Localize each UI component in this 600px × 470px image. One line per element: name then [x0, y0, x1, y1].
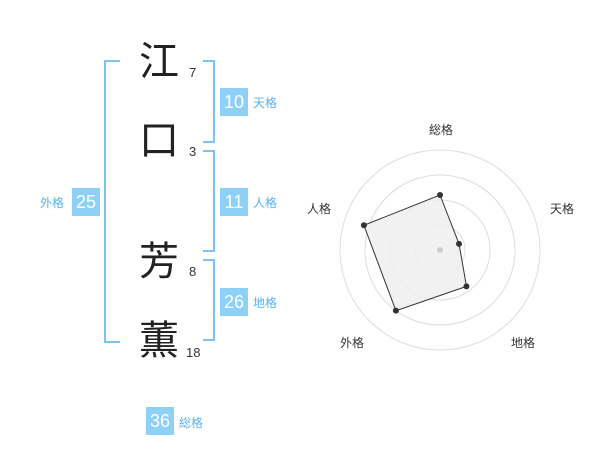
radar-axis-label-soukaku: 総格: [429, 122, 453, 137]
stroke-count-2: 3: [189, 144, 197, 159]
chikaku-bracket: [203, 259, 215, 341]
radar-point-1: [437, 192, 443, 198]
tenkaku-value: 10: [220, 88, 248, 116]
jinkaku-bracket: [203, 150, 215, 252]
chikaku-label: 地格: [253, 296, 278, 310]
gaikaku-label: 外格: [40, 196, 65, 210]
name-char-4: 薫: [139, 318, 179, 364]
radar-ring-4: [339, 149, 541, 351]
radar-ring-3: [364, 174, 516, 326]
chikaku-value: 26: [220, 288, 248, 316]
name-char-2: 口: [139, 118, 179, 164]
radar-polygon: [363, 194, 468, 312]
radar-axis-label-gaikaku: 外格: [340, 335, 364, 350]
radar-center-dot: [437, 247, 443, 253]
radar-point-2: [456, 240, 463, 247]
name-char-3: 芳: [139, 239, 179, 285]
name-char-1: 江: [139, 39, 179, 85]
radar-axis-label-tenkaku: 天格: [550, 201, 574, 216]
gaikaku-value: 25: [72, 188, 100, 216]
radar-point-5: [360, 222, 367, 229]
radar-point-3: [463, 283, 470, 290]
jinkaku-label: 人格: [253, 196, 278, 210]
tenkaku-bracket: [203, 60, 215, 143]
radar-point-4: [392, 307, 399, 314]
stroke-count-4: 18: [186, 345, 201, 360]
radar-axis-label-jinkaku: 人格: [307, 201, 331, 216]
soukaku-value: 36: [146, 407, 174, 435]
stroke-count-3: 8: [189, 264, 197, 279]
jinkaku-value: 11: [220, 188, 248, 216]
radar-axis-label-chikaku: 地格: [511, 335, 535, 350]
gaikaku-bracket: [104, 60, 120, 343]
soukaku-label: 総格: [179, 416, 204, 430]
stroke-count-1: 7: [189, 65, 197, 80]
tenkaku-label: 天格: [253, 96, 278, 110]
